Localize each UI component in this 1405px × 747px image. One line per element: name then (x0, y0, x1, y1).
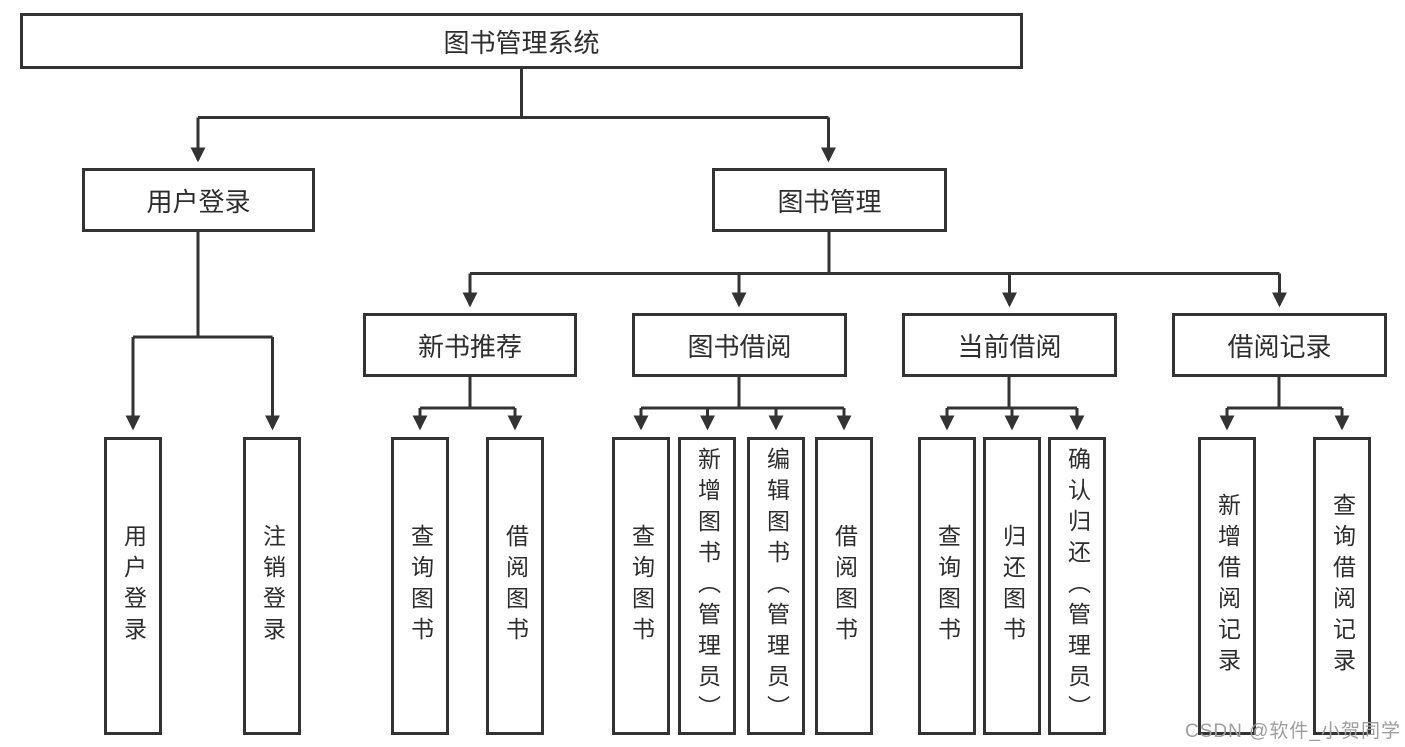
connector-borrow-to-leaves (633, 377, 852, 431)
leaf-query-books-recommend: 查询图书 (391, 437, 449, 735)
leaf-label: 借阅图书 (831, 524, 858, 648)
node-label: 借阅记录 (1227, 331, 1332, 362)
leaf-label: 查询图书 (407, 524, 434, 648)
leaf-label: 注销登录 (259, 524, 286, 648)
node-label: 图书管理 (777, 186, 882, 217)
node-label: 新书推荐 (417, 331, 522, 362)
leaf-label: 归还图书 (999, 524, 1026, 648)
leaf-query-books-borrow: 查询图书 (612, 437, 670, 735)
connector-userlogin-to-leaves (125, 232, 280, 431)
node-book-borrow: 图书借阅 (632, 313, 847, 377)
csdn-watermark: CSDN @软件_小贺同学 (1185, 721, 1401, 742)
connector-current-to-leaves (939, 377, 1085, 431)
leaf-label: 查询图书 (628, 524, 655, 648)
node-current-borrow: 当前借阅 (902, 313, 1117, 377)
leaf-add-books-admin: 新增图书（管理员） (678, 437, 736, 735)
node-user-login: 用户登录 (82, 168, 315, 232)
leaf-query-books-current: 查询图书 (918, 437, 976, 735)
connector-bookmgmt-to-level3 (462, 232, 1287, 308)
node-label: 用户登录 (146, 186, 251, 217)
leaf-logout: 注销登录 (243, 437, 301, 735)
node-label: 图书管理系统 (443, 27, 600, 58)
connector-newbook-to-leaves (412, 377, 523, 431)
leaf-label: 编辑图书（管理员） (763, 446, 790, 726)
connector-root-to-level2 (190, 69, 836, 163)
node-library-management-system: 图书管理系统 (20, 13, 1023, 69)
node-new-book-recommend: 新书推荐 (363, 313, 577, 377)
leaf-add-borrow-record: 新增借阅记录 (1198, 437, 1256, 735)
leaf-edit-books-admin: 编辑图书（管理员） (747, 437, 805, 735)
node-borrow-records: 借阅记录 (1172, 313, 1387, 377)
leaf-borrow-books: 借阅图书 (815, 437, 873, 735)
node-label: 当前借阅 (957, 331, 1062, 362)
leaf-label: 用户登录 (120, 524, 147, 648)
leaf-label: 确认归还（管理员） (1064, 446, 1091, 726)
node-label: 图书借阅 (687, 331, 792, 362)
leaf-label: 新增借阅记录 (1214, 493, 1241, 679)
leaf-user-login: 用户登录 (104, 437, 162, 735)
leaf-label: 新增图书（管理员） (694, 446, 721, 726)
leaf-query-borrow-record: 查询借阅记录 (1313, 437, 1371, 735)
leaf-return-books: 归还图书 (983, 437, 1041, 735)
leaf-label: 查询借阅记录 (1329, 493, 1356, 679)
connector-records-to-leaves (1219, 377, 1350, 431)
leaf-label: 查询图书 (934, 524, 961, 648)
leaf-borrow-books-recommend: 借阅图书 (486, 437, 544, 735)
node-book-management: 图书管理 (712, 168, 947, 232)
leaf-label: 借阅图书 (502, 524, 529, 648)
leaf-confirm-return-admin: 确认归还（管理员） (1048, 437, 1106, 735)
